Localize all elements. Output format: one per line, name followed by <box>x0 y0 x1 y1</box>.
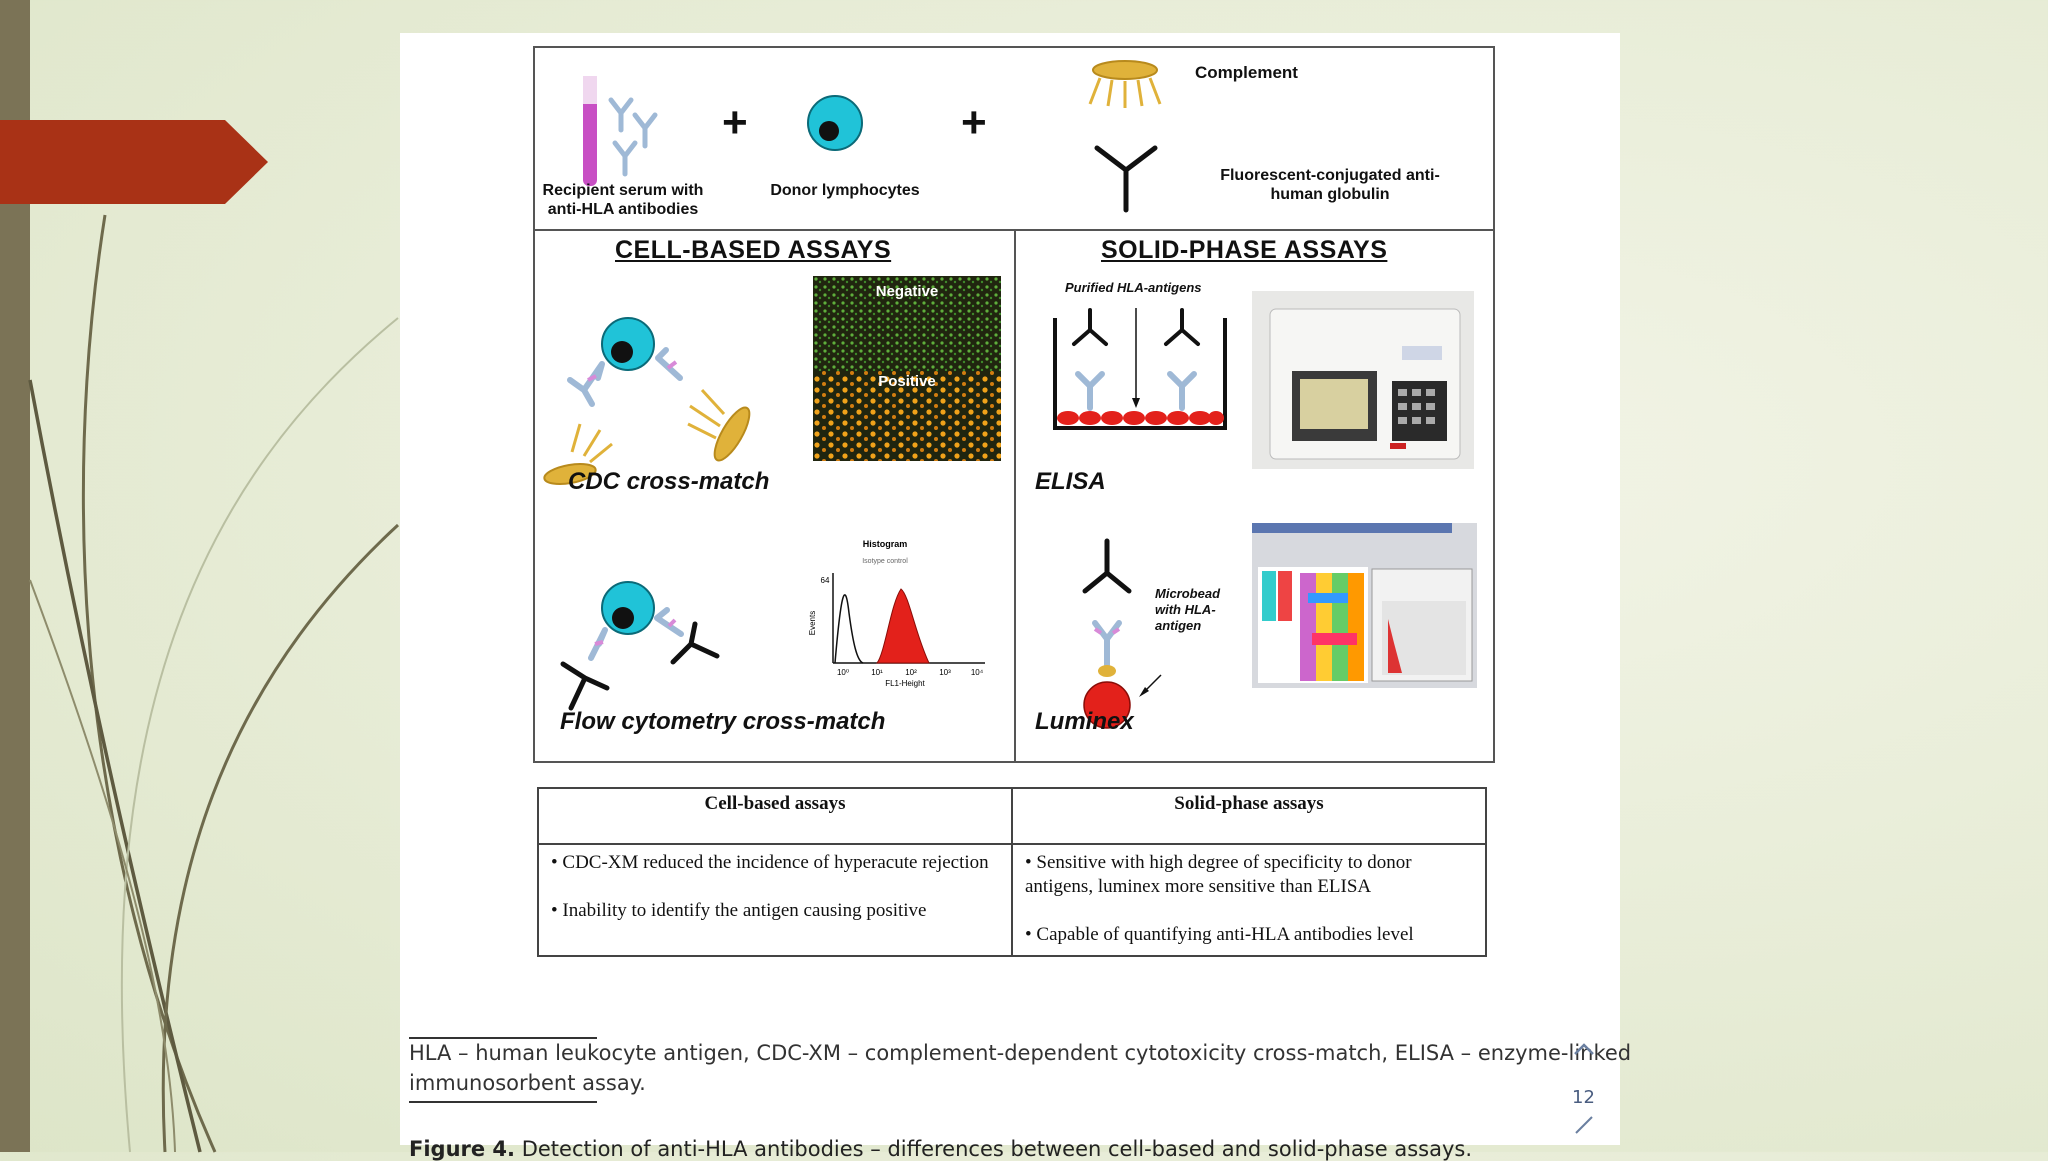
serum-tube-icon <box>583 76 658 186</box>
page-separator-slash-icon <box>1575 1116 1593 1134</box>
chevron-up-icon[interactable] <box>1572 1041 1596 1057</box>
figure-caption-text: Detection of anti-HLA antibodies – diffe… <box>515 1137 1473 1161</box>
table-row: • CDC-XM reduced the incidence of hypera… <box>537 843 1487 957</box>
solid-phase-point-2: • Capable of quantifying anti-HLA antibo… <box>1025 924 1414 945</box>
recipient-serum-label: Recipient serum with anti-HLA antibodies <box>542 182 704 218</box>
histogram-xtick-4: 10⁴ <box>971 668 984 677</box>
cell-based-point-2: • Inability to identify the antigen caus… <box>551 900 927 921</box>
abbreviations-line-1: HLA – human leukocyte antigen, CDC-XM – … <box>409 1041 1632 1065</box>
histogram-legend: Isotype control <box>862 558 908 565</box>
histogram-xtick-3: 10³ <box>939 668 951 677</box>
cdc-cross-match-label: CDC cross-match <box>568 468 770 495</box>
donor-lymphocyte-icon <box>807 95 863 151</box>
decorative-curves <box>28 214 400 1153</box>
page-number: 12 <box>1572 1087 1595 1108</box>
luminex-software-screenshot <box>1252 523 1477 688</box>
solid-phase-point-1: • Sensitive with high degree of specific… <box>1025 852 1412 897</box>
negative-label: Negative <box>876 283 939 300</box>
elisa-label: ELISA <box>1035 468 1106 495</box>
table-header-cell-based: Cell-based assays <box>537 787 1013 845</box>
complement-icon <box>1088 60 1162 108</box>
flow-histogram: Histogram Isotype control 64 Events 10⁰ … <box>808 539 985 688</box>
abbreviations-line-2: immunosorbent assay. <box>409 1071 646 1095</box>
table-cell-cell-based: • CDC-XM reduced the incidence of hypera… <box>537 843 1013 957</box>
elisa-well-illustration <box>1053 308 1227 430</box>
histogram-ylabel: Events <box>808 611 817 635</box>
anti-human-globulin-icon <box>1094 145 1158 213</box>
comparison-table: Cell-based assays Solid-phase assays • C… <box>537 787 1487 957</box>
figure-divider-vertical <box>1014 229 1016 761</box>
cell-based-point-1: • CDC-XM reduced the incidence of hypera… <box>551 852 989 873</box>
histogram-title: Histogram <box>863 539 908 549</box>
title-arrow-shape <box>0 120 268 204</box>
complement-label: Complement <box>1195 63 1298 82</box>
flow-cytometry-illustration <box>560 581 720 711</box>
figure-diagram: Recipient serum with anti-HLA antibodies… <box>533 46 1495 763</box>
histogram-xlabel: FL1-Height <box>885 679 925 688</box>
figure-label: Figure 4. <box>409 1137 516 1161</box>
table-cell-solid-phase: • Sensitive with high degree of specific… <box>1011 843 1487 957</box>
luminex-label: Luminex <box>1035 708 1134 735</box>
purified-hla-antigens-label: Purified HLA-antigens <box>1065 280 1202 295</box>
fluorescent-globulin-label: Fluorescent-conjugated anti-human globul… <box>1220 167 1440 203</box>
table-header-solid-phase: Solid-phase assays <box>1011 787 1487 845</box>
slide-content: Recipient serum with anti-HLA antibodies… <box>400 33 1631 1161</box>
microbead-label: Microbead with HLA-antigen <box>1155 586 1221 633</box>
donor-lymphocytes-label: Donor lymphocytes <box>770 182 920 199</box>
figure-caption: Figure 4. Detection of anti-HLA antibodi… <box>409 1137 1472 1161</box>
caption-rule-bottom <box>409 1101 597 1103</box>
histogram-xtick-0: 10⁰ <box>837 668 849 677</box>
histogram-ytick: 64 <box>821 576 830 585</box>
cell-based-assays-title: CELL-BASED ASSAYS <box>615 236 892 264</box>
luminex-illustration <box>1082 538 1162 729</box>
elisa-reader-photo <box>1252 291 1474 469</box>
positive-label: Positive <box>878 373 936 390</box>
histogram-xtick-1: 10¹ <box>871 668 883 677</box>
plus-sign-1: + <box>722 98 748 147</box>
cdc-microscopy-photo: Negative Positive <box>813 276 1001 461</box>
flow-cytometry-label: Flow cytometry cross-match <box>560 708 886 735</box>
plus-sign-2: + <box>961 98 987 147</box>
cdc-illustration <box>543 317 751 485</box>
table-header-row: Cell-based assays Solid-phase assays <box>537 787 1487 845</box>
caption-rule-top <box>409 1037 597 1039</box>
solid-phase-assays-title: SOLID-PHASE ASSAYS <box>1101 236 1388 264</box>
histogram-xtick-2: 10² <box>905 668 917 677</box>
